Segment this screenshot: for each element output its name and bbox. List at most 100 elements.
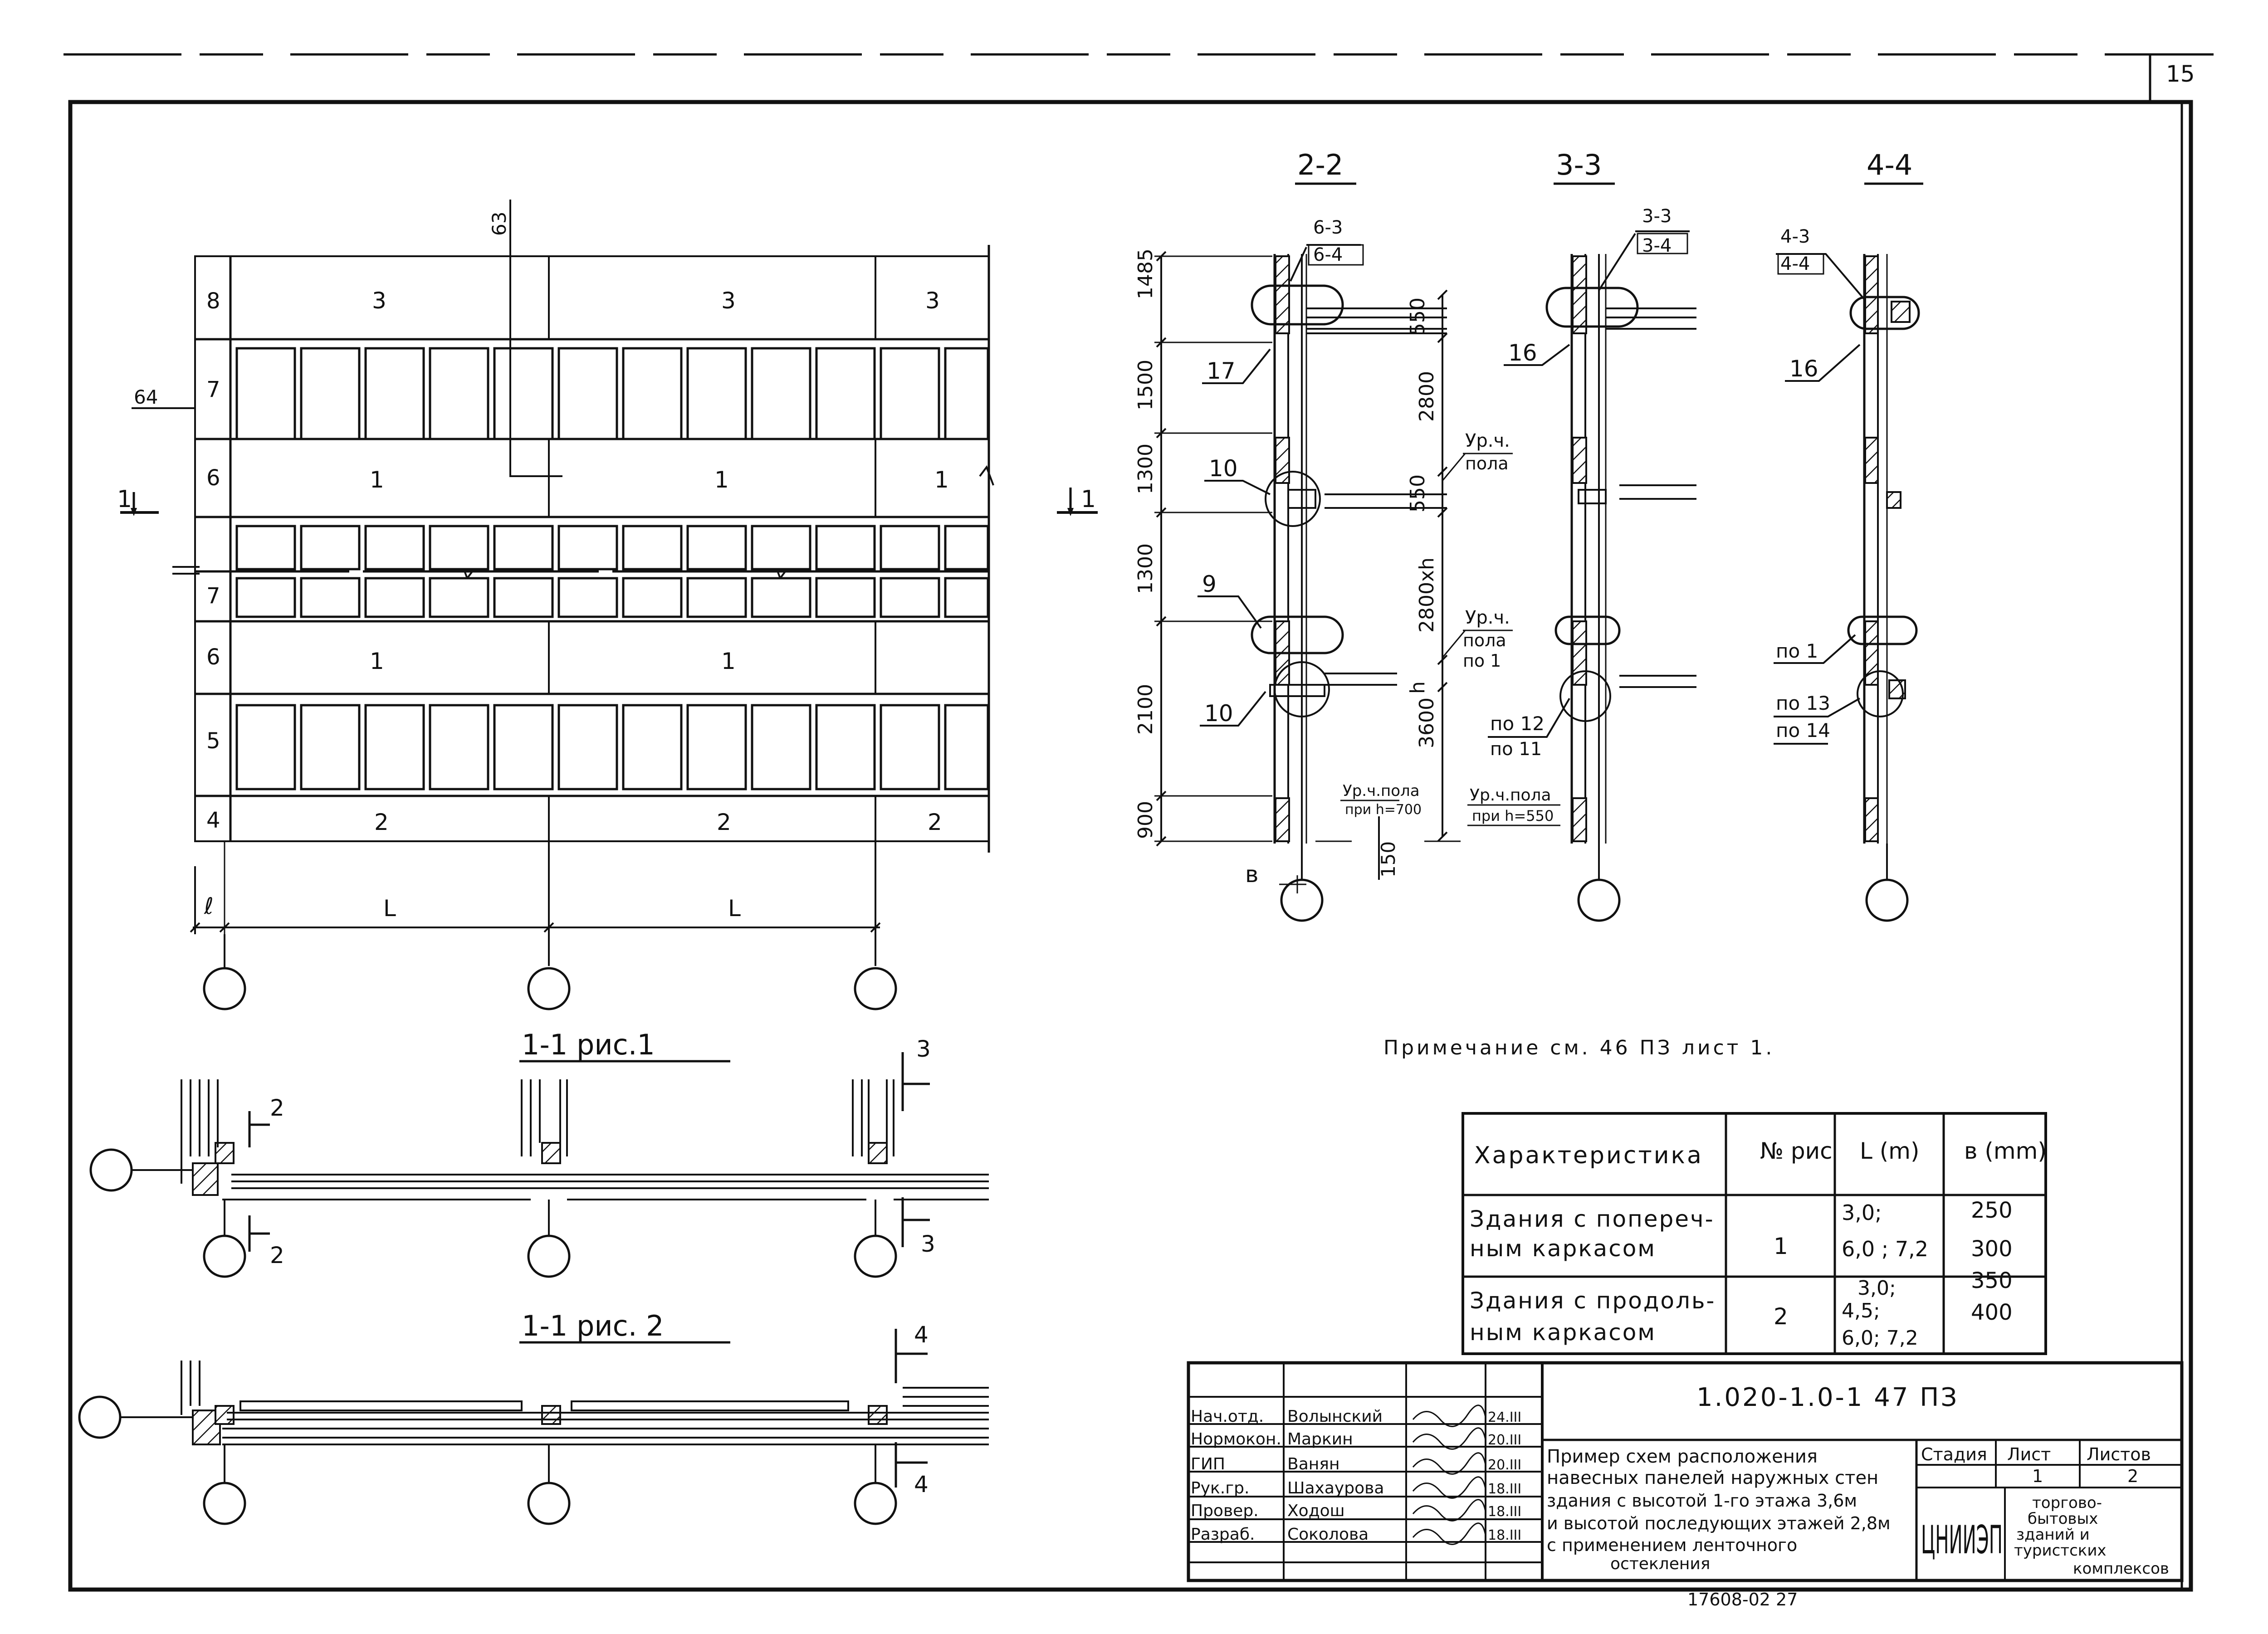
dim-1300: 1300 [1134,444,1157,494]
title-block [1187,1361,2184,1582]
callout-16b: 16 [1789,356,1818,382]
floor-level-3a: Ур.ч.пола [1343,782,1420,800]
row1-L-line1: 3,0; [1842,1200,1882,1225]
ref-3-3: 3-3 [1642,206,1672,227]
section-cut-right-label: 1 [1081,486,1096,513]
row2-L-line3: 6,0; 7,2 [1842,1327,1918,1350]
window-pane [493,347,554,440]
panel-mark: 3 [925,288,940,314]
panel-mark: 3 [372,288,386,314]
staff-name: Волынский [1287,1407,1383,1426]
window-pane [944,347,989,440]
row2-L-line1: 3,0; [1857,1277,1896,1300]
dim-2800: 2800 [1415,371,1438,422]
window-pane [493,525,554,571]
callout-17: 17 [1207,358,1236,384]
fig1-mark-2-top: 2 [270,1095,284,1121]
signature [1412,1405,1486,1427]
row1-fig: 1 [1774,1233,1788,1259]
window-pane [557,577,618,618]
table-header-L: L (m) [1860,1138,1919,1164]
window-pane [880,525,940,571]
window-pane [622,347,683,440]
panel-mark: 2 [928,809,942,835]
window-pane [429,577,489,618]
ref-po13: по 13 [1776,692,1830,714]
ref-po12: по 12 [1490,712,1545,735]
fig2-mark-4-top: 4 [914,1322,929,1348]
ref-po1: по 1 [1776,640,1818,662]
staff-name: Шахаурова [1287,1479,1384,1497]
ref-6-3: 6-3 [1313,217,1343,238]
window-pane [686,525,747,571]
staff-name: Соколова [1287,1525,1369,1544]
window-pane [429,704,489,790]
dim-1485: 1485 [1134,249,1157,299]
window-pane [364,704,425,790]
panel-mark: 2 [717,809,731,835]
window-pane [880,704,940,790]
b-value-350: 350 [1971,1268,2013,1293]
window-pane [429,347,489,440]
floor-level-3b: при h=700 [1345,802,1422,818]
org-sub-4: туристских [2014,1541,2107,1560]
floor-level-1b: пола [1465,454,1509,473]
sheet-value: 1 [2032,1466,2043,1486]
dim-1500: 1500 [1134,360,1157,410]
staff-date: 24.III [1488,1410,1521,1425]
dim-h: h [1406,681,1429,694]
signature [1412,1476,1486,1499]
row-number-6: 6 [206,465,220,491]
window-pane [751,577,811,618]
row1-char-line1: Здания с попереч- [1470,1206,1715,1232]
staff-date: 18.III [1488,1527,1521,1543]
staff-role: ГИП [1191,1455,1225,1473]
plan-fig1-title: 1-1 рис.1 [522,1028,655,1061]
dim-L-1: L [383,895,396,922]
window-pane [686,704,747,790]
window-pane [493,577,554,618]
panel-mark: 1 [714,467,729,493]
mark-63: 63 [488,212,510,236]
panel-mark: 1 [370,648,384,674]
ref-4-3: 4-3 [1780,226,1810,247]
sheet-label: Лист [2007,1444,2051,1464]
staff-role: Нормокон. [1191,1430,1281,1449]
row-number-7b: 7 [206,583,220,609]
ref-po14: по 14 [1776,719,1830,741]
plan-figure-2 [78,1329,989,1525]
sheet-corner-number: 15 [2166,61,2195,87]
window-pane [622,704,683,790]
window-pane [300,525,361,571]
section-3-3 [1545,254,1696,922]
row2-L-line2: 4,5; [1842,1299,1880,1322]
floor-level-1a: Ур.ч. [1465,430,1510,451]
sheets-value: 2 [2127,1466,2138,1486]
table-header-b: в (mm) [1964,1138,2047,1164]
floor-level-4a: Ур.ч.пола [1470,786,1551,805]
row2-char-line1: Здания с продоль- [1470,1288,1716,1314]
window-pane [429,525,489,571]
staff-name: Ванян [1287,1455,1340,1473]
row-number-8: 8 [206,288,220,314]
staff-role: Рук.гр. [1191,1479,1249,1497]
window-pane [751,347,811,440]
row2-fig: 2 [1774,1303,1788,1330]
staff-name: Маркин [1287,1430,1353,1449]
floor-level-2b: пола [1463,630,1506,650]
sheets-label: Листов [2087,1444,2151,1464]
window-pane [364,347,425,440]
panel-mark: 1 [934,467,949,493]
b-value-250: 250 [1971,1198,2013,1223]
ref-3-4: 3-4 [1642,235,1672,256]
staff-role: Нач.отд. [1191,1407,1264,1426]
note-text: Примечание см. 46 ПЗ лист 1. [1383,1036,1774,1059]
window-pane [557,525,618,571]
title-line-1: Пример схем расположения [1547,1446,1818,1467]
window-pane [300,704,361,790]
fig1-mark-2-bottom: 2 [270,1242,284,1268]
title-line-2: навесных панелей наружных стен [1547,1468,1878,1488]
window-pane [493,704,554,790]
window-pane [815,577,876,618]
window-pane [944,525,989,571]
